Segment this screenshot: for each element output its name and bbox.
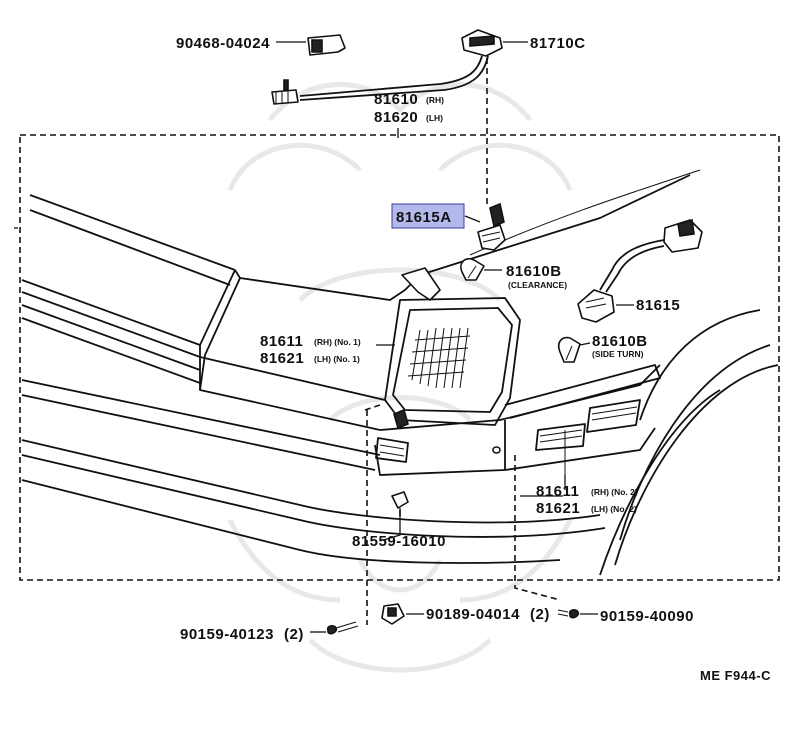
nut-90189 — [381, 603, 424, 625]
bulb-81610b-side-turn — [557, 336, 591, 363]
label-81621-no2-note: (LH) (No. 2) — [591, 504, 637, 514]
label-81610b-clearance: 81610B — [506, 263, 562, 280]
label-81615: 81615 — [636, 297, 680, 314]
label-81615a: 81615A — [396, 209, 452, 226]
label-81611-no2: 81611 — [536, 483, 579, 500]
label-90159-40123: 90159-40123 — [180, 626, 274, 643]
label-81610-note: (RH) — [426, 95, 444, 105]
label-90468: 90468-04024 — [176, 35, 270, 52]
corner-lamp-no1 — [384, 267, 521, 426]
label-81610b-clearance-note: (CLEARANCE) — [508, 280, 567, 290]
label-81610b-side: 81610B — [592, 333, 648, 350]
bulb-socket-81615a — [477, 202, 506, 251]
label-81621-no2: 81621 — [536, 500, 580, 517]
clip-81559 — [383, 408, 501, 541]
screw-90159-40123 — [310, 621, 359, 635]
leader-lines — [14, 128, 566, 497]
watermark-emblem — [227, 82, 573, 673]
label-81621-no1: 81621 — [260, 350, 304, 367]
socket-harness-81710c — [271, 29, 528, 105]
label-90189: 90189-04014 — [426, 606, 520, 623]
label-90189-qty: (2) — [530, 606, 550, 623]
vehicle-body — [21, 169, 779, 576]
harness-81615 — [577, 218, 703, 323]
label-81620-note: (LH) — [426, 113, 443, 123]
label-90159-40123-qty: (2) — [284, 626, 304, 643]
label-81611-no1: 81611 — [260, 333, 303, 350]
label-81621-no1-note: (LH) (No. 1) — [314, 354, 360, 364]
screw-90159-40090 — [557, 609, 598, 619]
highlight-box — [391, 203, 465, 229]
label-81611-no1-note: (RH) (No. 1) — [314, 337, 361, 347]
assembly-boundary — [19, 134, 780, 581]
label-81610: 81610 — [374, 91, 418, 108]
guide-lines — [364, 58, 561, 625]
label-81559: 81559-16010 — [352, 533, 446, 550]
label-81620: 81620 — [374, 109, 418, 126]
label-81710c: 81710C — [530, 35, 586, 52]
label-90159-40090: 90159-40090 — [600, 608, 694, 625]
diagram-code: ME F944-C — [700, 668, 771, 683]
label-81610b-side-note: (SIDE TURN) — [592, 349, 644, 359]
label-81611-no2-note: (RH) (No. 2) — [591, 487, 638, 497]
clip-90468 — [276, 34, 346, 56]
bulb-81610b-clearance — [460, 257, 502, 281]
